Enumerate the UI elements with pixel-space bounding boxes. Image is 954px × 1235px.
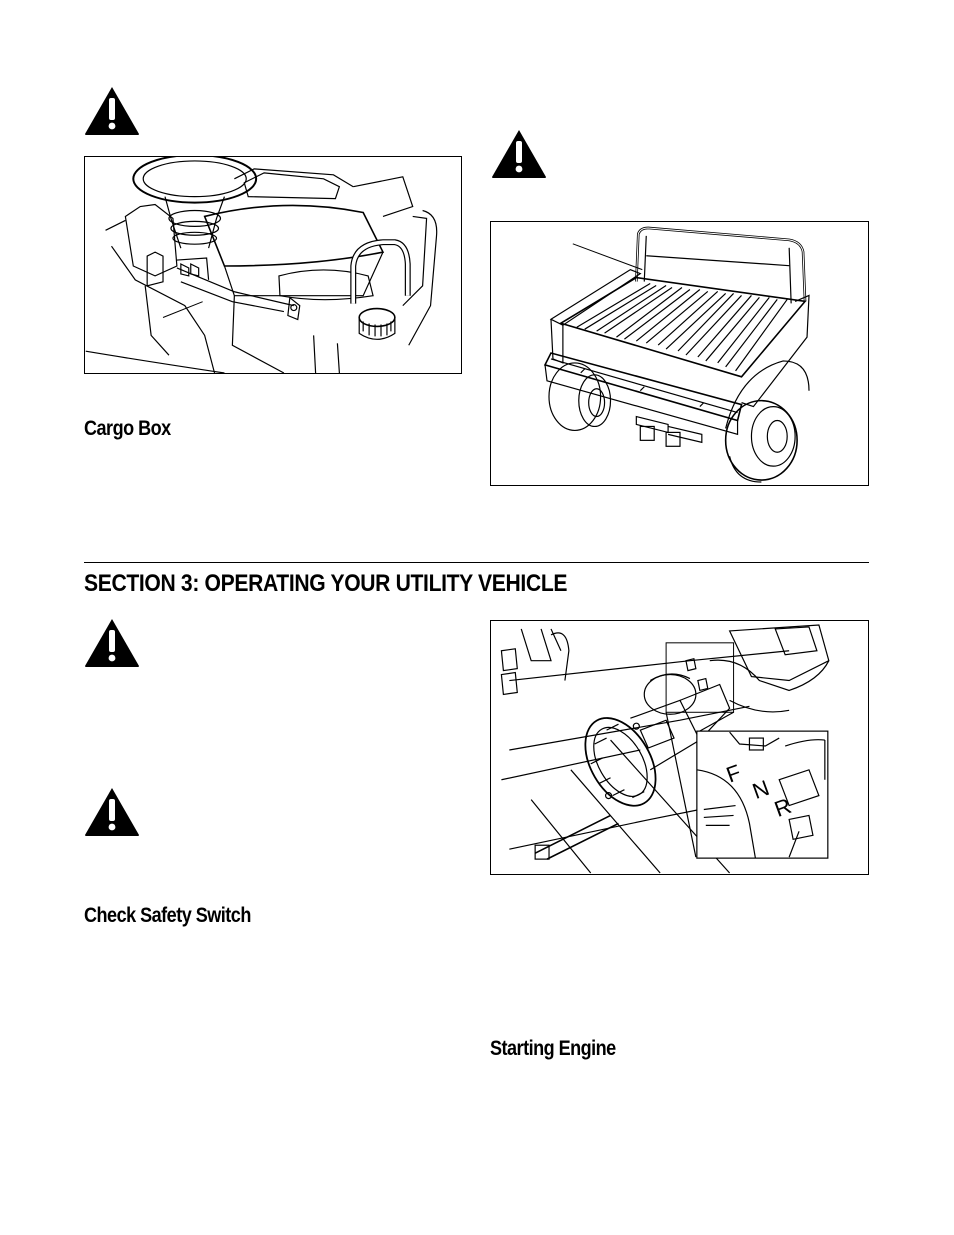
- seat-area-illustration: [84, 156, 462, 374]
- section-divider: [84, 562, 869, 563]
- starting-engine-heading: Starting Engine: [490, 1037, 616, 1060]
- warning-triangle-icon: [492, 130, 546, 178]
- check-safety-switch-heading: Check Safety Switch: [84, 904, 251, 927]
- warning-triangle-icon: [85, 619, 139, 667]
- section-title: SECTION 3: OPERATING YOUR UTILITY VEHICL…: [84, 570, 568, 597]
- warning-triangle-icon: [85, 87, 139, 135]
- cargo-box-heading: Cargo Box: [84, 417, 171, 440]
- cargo-box-illustration: [490, 221, 869, 486]
- transmission-switch-illustration: F N R: [490, 620, 869, 875]
- warning-triangle-icon: [85, 788, 139, 836]
